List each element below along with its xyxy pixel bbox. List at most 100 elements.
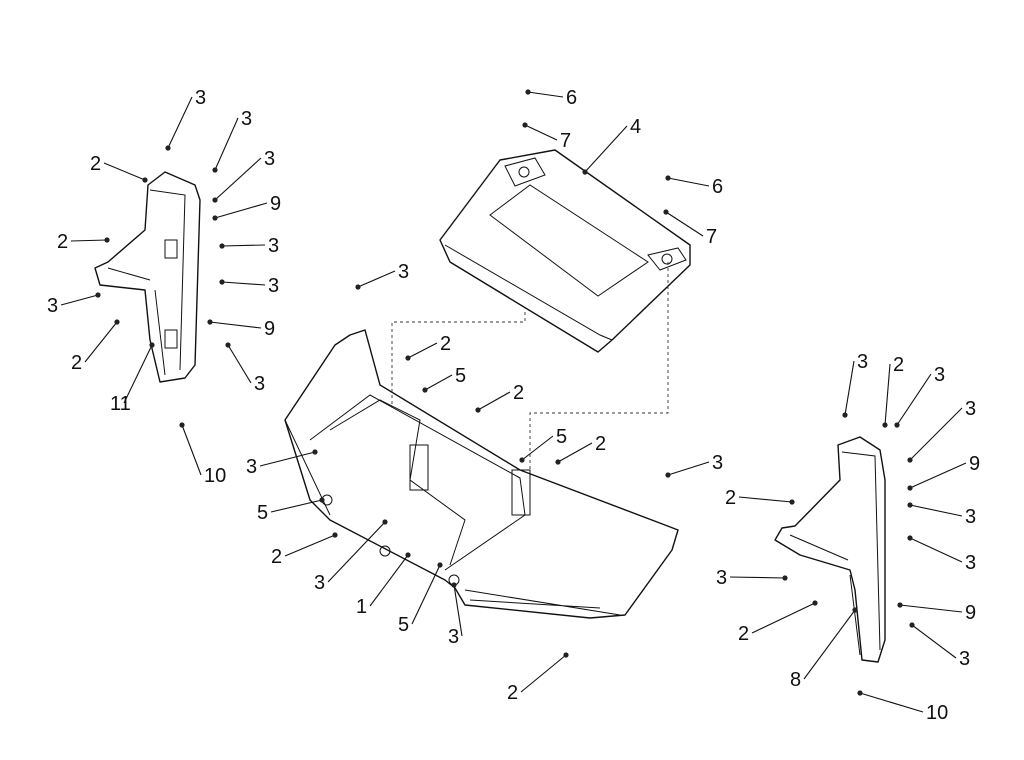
- fastener-mark: [852, 607, 858, 613]
- part-number-label: 3: [965, 398, 976, 420]
- fastener-mark: [665, 175, 671, 181]
- leader-line: [896, 373, 932, 426]
- part-number-label: 9: [264, 318, 275, 340]
- leader-line: [84, 321, 118, 363]
- callout: 9: [207, 318, 275, 340]
- fastener-mark: [789, 499, 795, 505]
- part-number-label: 10: [204, 465, 226, 487]
- fastener-mark: [405, 552, 411, 558]
- callout: 8: [790, 607, 858, 691]
- leader-line: [103, 162, 146, 181]
- part-number-label: 3: [264, 148, 275, 170]
- part-number-label: 11: [110, 393, 131, 415]
- leader-line: [327, 521, 386, 583]
- part-number-label: 5: [556, 426, 567, 448]
- callout: 2: [57, 231, 110, 253]
- leader-line: [214, 117, 239, 171]
- callout: 3: [842, 351, 868, 418]
- fastener-mark: [812, 600, 818, 606]
- fastener-mark: [842, 412, 848, 418]
- leader-line: [803, 609, 856, 680]
- part-number-label: 5: [398, 614, 409, 636]
- fastener-mark: [382, 519, 388, 525]
- part-number-label: 2: [893, 354, 904, 376]
- callout: 5: [257, 497, 325, 524]
- part-number-label: 9: [270, 193, 281, 215]
- fastener-mark: [894, 422, 900, 428]
- fastener-mark: [782, 575, 788, 581]
- part-number-label: 3: [959, 648, 970, 670]
- callout: 3: [665, 452, 723, 478]
- part-number-label: 2: [440, 333, 451, 355]
- part-number-label: 5: [257, 502, 268, 524]
- leader-line: [424, 374, 453, 391]
- part-number-label: 4: [630, 116, 641, 138]
- part-number-label: 3: [246, 456, 257, 478]
- callout: 2: [475, 382, 524, 413]
- leader-line: [521, 435, 554, 461]
- part-number-label: 2: [507, 682, 518, 704]
- part-number-label: 3: [716, 567, 727, 589]
- callout: 3: [219, 275, 279, 297]
- callout: 3: [314, 519, 388, 594]
- leader-line: [369, 554, 409, 607]
- callout: 3: [907, 502, 976, 528]
- part-number-label: 6: [566, 87, 577, 109]
- callout: 3: [219, 235, 279, 257]
- fastener-mark: [663, 209, 669, 215]
- callout: 5: [422, 365, 466, 393]
- fastener-mark: [104, 237, 110, 243]
- part-number-label: 9: [965, 602, 976, 624]
- fastener-mark: [519, 457, 525, 463]
- leader-line: [214, 157, 262, 201]
- fastener-mark: [451, 582, 457, 588]
- leader-line: [453, 584, 463, 637]
- leader-line: [477, 391, 511, 411]
- leader-line: [665, 211, 704, 237]
- part-number-label: 2: [90, 153, 101, 175]
- leader-line: [221, 244, 266, 247]
- fastener-mark: [882, 422, 888, 428]
- leader-line: [751, 602, 816, 634]
- callout: 3: [448, 582, 463, 648]
- callout: 3: [212, 108, 252, 173]
- leader-line: [909, 462, 967, 489]
- leader-line: [123, 344, 153, 404]
- leader-line: [557, 442, 593, 463]
- fastener-mark: [212, 197, 218, 203]
- part-number-label: 2: [71, 352, 82, 374]
- leader-line: [911, 624, 957, 659]
- callout: 2: [882, 354, 904, 428]
- part-number-label: 2: [271, 546, 282, 568]
- leader-line: [909, 407, 963, 461]
- fastener-mark: [563, 652, 569, 658]
- fastener-mark: [857, 690, 863, 696]
- fastener-mark: [405, 355, 411, 361]
- fastener-mark: [225, 342, 231, 348]
- callout: 3: [165, 87, 206, 151]
- leader-line: [738, 496, 793, 503]
- alignment-line: [391, 312, 526, 408]
- part-number-label: 3: [712, 452, 723, 474]
- fastener-mark: [212, 215, 218, 221]
- fastener-mark: [219, 243, 225, 249]
- fastener-mark: [142, 177, 148, 183]
- part-number-label: 3: [268, 235, 279, 257]
- leader-line: [520, 654, 567, 693]
- part-number-label: 3: [314, 572, 325, 594]
- fastener-mark: [437, 562, 443, 568]
- part-number-label: 3: [47, 295, 58, 317]
- leader-line: [667, 177, 710, 187]
- leader-line: [524, 124, 558, 141]
- callout: 9: [907, 453, 980, 491]
- callout: 3: [907, 535, 976, 574]
- callout: 3: [225, 342, 265, 395]
- callout: 3: [47, 292, 101, 317]
- part-number-label: 3: [241, 108, 252, 130]
- leader-line: [284, 534, 336, 557]
- part-number-label: 9: [969, 453, 980, 475]
- part-number-label: 3: [857, 351, 868, 373]
- part-number-label: 2: [57, 231, 68, 253]
